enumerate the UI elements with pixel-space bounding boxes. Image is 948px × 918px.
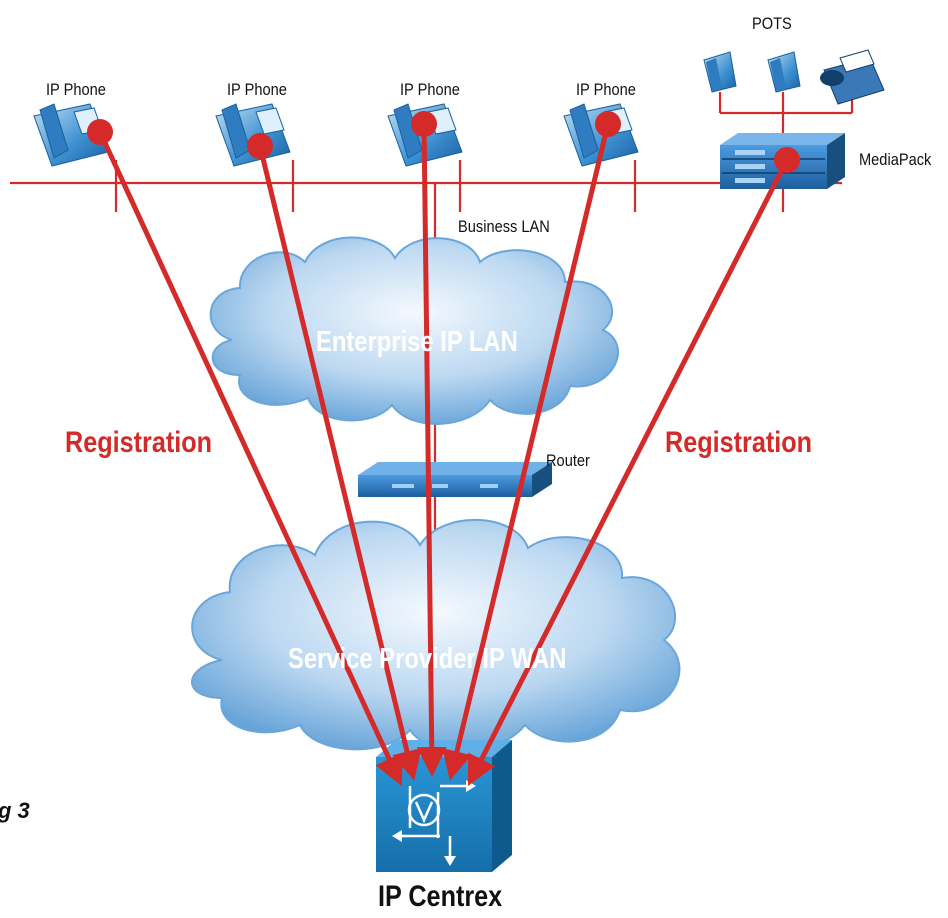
registration-endpoint-dot — [87, 119, 113, 145]
ip-phone-label: IP Phone — [400, 80, 460, 99]
registration-arrow — [416, 123, 447, 777]
ip-phone-label: IP Phone — [46, 80, 106, 99]
registration-arrows — [87, 111, 800, 787]
router-icon — [358, 462, 552, 497]
mediapack-icon — [720, 133, 845, 189]
registration-label-right: Registration — [665, 426, 813, 459]
pots-phone-icon — [767, 51, 801, 93]
ip-phone-label: IP Phone — [576, 80, 636, 99]
ip-phone-label: IP Phone — [227, 80, 287, 99]
business-lan-label: Business LAN — [458, 217, 550, 236]
pots-label: POTS — [752, 14, 792, 33]
registration-endpoint-dot — [595, 111, 621, 137]
pots-phone-icon — [703, 51, 737, 93]
mediapack-label: MediaPack — [859, 150, 932, 169]
registration-endpoint-dot — [774, 147, 800, 173]
ip-phone-icon — [387, 103, 463, 167]
ip-phone-icon — [33, 103, 109, 167]
registration-endpoint-dot — [247, 133, 273, 159]
ip-centrex-label: IP Centrex — [378, 880, 503, 913]
registration-arrow — [442, 123, 611, 781]
router-label: Router — [546, 451, 590, 470]
registration-label-left: Registration — [65, 426, 213, 459]
registration-endpoint-dot — [411, 111, 437, 137]
fax-icon — [820, 49, 885, 105]
registration-arrow — [257, 145, 422, 781]
service-provider-wan-cloud-icon — [191, 518, 681, 752]
ip-centrex-switch-icon — [376, 740, 512, 872]
registration-arrow — [97, 130, 403, 787]
enterprise-lan-label: Enterprise IP LAN — [316, 326, 518, 358]
registration-arrow — [467, 158, 790, 787]
enterprise-lan-cloud-icon — [209, 236, 619, 425]
figure-number-fragment: g 3 — [0, 798, 30, 823]
service-provider-wan-label: Service Provider IP WAN — [288, 643, 567, 675]
